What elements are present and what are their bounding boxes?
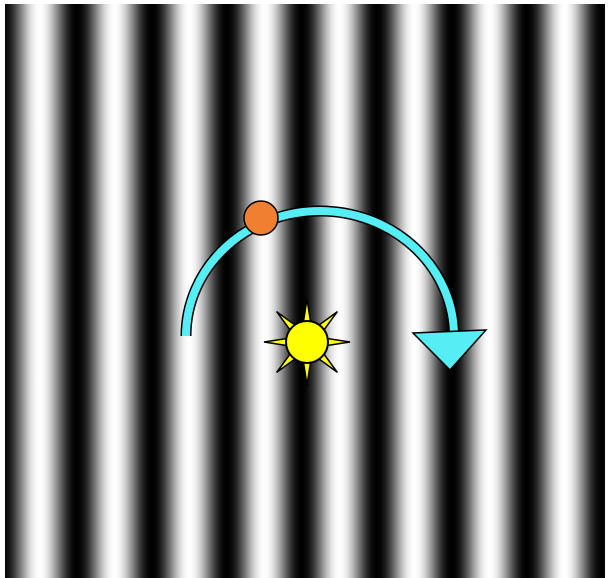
sun-icon bbox=[264, 299, 350, 385]
grating-panel bbox=[5, 4, 605, 578]
sun-core bbox=[286, 321, 328, 363]
planet-dot-icon bbox=[244, 201, 278, 235]
